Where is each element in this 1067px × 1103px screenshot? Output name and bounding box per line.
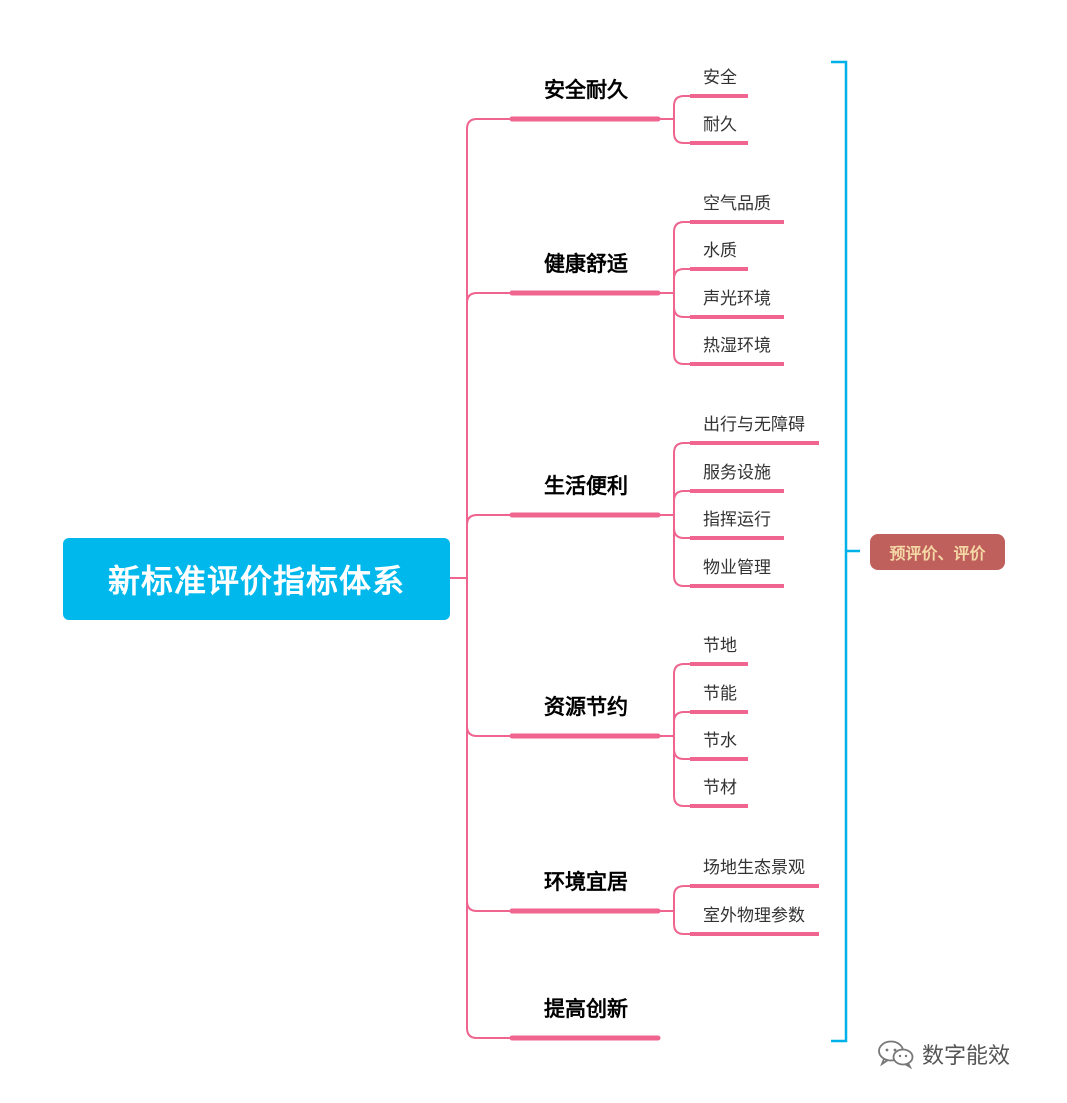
leaf-connector: [673, 268, 690, 293]
wechat-icon: [878, 1040, 914, 1069]
leaf-connector: [673, 885, 690, 911]
leaf-label[interactable]: 出行与无障碍: [703, 415, 805, 435]
leaf-label[interactable]: 物业管理: [703, 558, 771, 578]
branch-connector: [466, 292, 512, 578]
leaf-connector: [673, 442, 690, 515]
branch-label[interactable]: 提高创新: [544, 997, 628, 1021]
right-bracket: [831, 60, 848, 1043]
leaf-label[interactable]: 空气品质: [703, 194, 771, 214]
leaf-connector: [673, 663, 690, 736]
leaf-connector: [673, 736, 690, 760]
branch-label[interactable]: 资源节约: [544, 695, 628, 719]
leaf-label[interactable]: 声光环境: [703, 289, 771, 309]
leaf-label[interactable]: 安全: [703, 68, 737, 88]
watermark-text: 数字能效: [922, 1044, 1011, 1069]
leaf-label[interactable]: 节水: [703, 731, 737, 751]
branch-label[interactable]: 环境宜居: [544, 870, 628, 894]
leaf-label[interactable]: 热湿环境: [703, 336, 771, 356]
leaf-connector: [673, 515, 690, 587]
leaf-connector: [673, 736, 690, 807]
branch-label[interactable]: 生活便利: [544, 474, 628, 498]
leaf-connector: [673, 711, 690, 736]
branch-label[interactable]: 安全耐久: [544, 78, 628, 102]
branch-connector: [466, 578, 512, 737]
leaf-label[interactable]: 指挥运行: [703, 510, 771, 530]
root-node[interactable]: 新标准评价指标体系: [63, 538, 450, 620]
leaf-label[interactable]: 节能: [703, 684, 737, 704]
branch-label[interactable]: 健康舒适: [544, 252, 628, 276]
leaf-connector: [673, 119, 690, 144]
branch-connector: [466, 118, 512, 578]
leaf-label[interactable]: 水质: [703, 241, 737, 261]
leaf-label[interactable]: 服务设施: [703, 463, 771, 483]
leaf-label[interactable]: 室外物理参数: [703, 906, 805, 926]
evaluation-node[interactable]: 预评价、评价: [870, 534, 1005, 570]
leaf-label[interactable]: 节地: [703, 636, 737, 656]
leaf-connector: [673, 293, 690, 365]
leaf-connector: [673, 490, 690, 515]
branch-connector: [466, 514, 512, 578]
watermark: 数字能效: [876, 1036, 1010, 1072]
leaf-connector: [673, 95, 690, 119]
leaf-label[interactable]: 节材: [703, 778, 737, 798]
branch-connector: [466, 578, 512, 912]
leaf-connector: [673, 515, 690, 539]
leaf-label[interactable]: 耐久: [703, 115, 737, 135]
root-node-label: 新标准评价指标体系: [107, 562, 405, 600]
branch-connector: [466, 578, 512, 1039]
leaf-connector: [673, 911, 690, 935]
evaluation-node-label: 预评价、评价: [889, 544, 986, 563]
leaf-connector: [673, 221, 690, 293]
leaf-label[interactable]: 场地生态景观: [703, 858, 805, 878]
leaf-connector: [673, 293, 690, 318]
